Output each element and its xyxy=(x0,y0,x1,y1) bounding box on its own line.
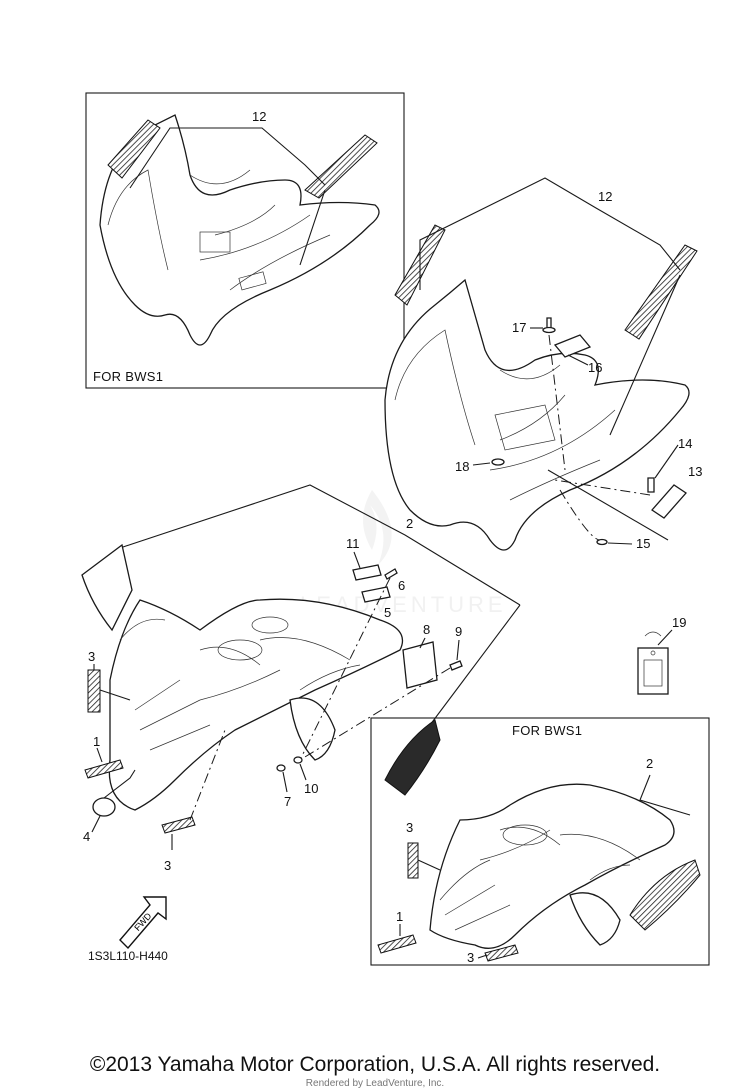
fwd-arrow-icon: FWD xyxy=(119,896,167,950)
front-fender-main xyxy=(108,598,404,811)
front-fender-bws1 xyxy=(429,783,675,949)
callout-5: 5 xyxy=(384,605,391,620)
callout-11: 11 xyxy=(346,536,360,551)
front-emblem-bws1 xyxy=(629,859,701,931)
grommet-7 xyxy=(276,764,286,772)
decal-3-lower xyxy=(161,816,196,834)
box-label-for-bws1-bottom: FOR BWS1 xyxy=(512,723,582,738)
emblem-12-main-right xyxy=(624,244,698,340)
decal-3-bws1-lower xyxy=(484,944,519,962)
rivet-9 xyxy=(449,660,463,671)
reflector-4 xyxy=(92,797,116,817)
rivet-14 xyxy=(647,477,655,493)
label-11 xyxy=(352,564,382,581)
callout-14: 14 xyxy=(678,436,692,451)
callout-7: 7 xyxy=(284,794,291,809)
grommet-15 xyxy=(596,538,608,546)
callout-2: 2 xyxy=(406,516,413,531)
emblem-12-left xyxy=(107,119,161,179)
callout-3-upper: 3 xyxy=(88,649,95,664)
box-frame-bottom xyxy=(370,717,710,966)
callout-13: 13 xyxy=(688,464,702,479)
callout-9: 9 xyxy=(455,624,462,639)
label-16 xyxy=(553,334,592,358)
rear-fender-bws1 xyxy=(99,114,380,346)
front-fender-right-panel xyxy=(289,697,336,761)
emblem-1-bws1 xyxy=(377,934,417,954)
callout-16: 16 xyxy=(588,360,602,375)
callout-10: 10 xyxy=(304,781,318,796)
emblem-12-right xyxy=(304,134,378,199)
callout-12-main: 12 xyxy=(598,189,612,204)
caution-tag-19: 19 xyxy=(637,615,686,695)
callout-18: 18 xyxy=(455,459,469,474)
callout-15: 15 xyxy=(636,536,650,551)
box-frame xyxy=(85,92,405,389)
group-front-fender-main: 2 11 6 5 8 9 3 xyxy=(81,484,521,963)
callout-3-bws1-lower: 3 xyxy=(467,950,474,965)
label-5 xyxy=(361,586,391,603)
callout-19: 19 xyxy=(672,615,686,630)
box-rear-fender-bws1: 12 FOR BWS1 xyxy=(85,92,405,389)
copyright-footer: ©2013 Yamaha Motor Corporation, U.S.A. A… xyxy=(89,1053,661,1076)
rendered-by-text: Rendered by LeadVenture, Inc. xyxy=(305,1078,445,1089)
grommet-18 xyxy=(491,458,505,466)
decal-3-bws1-upper xyxy=(407,842,419,879)
front-fender-left-flap xyxy=(81,543,133,632)
grommet-10 xyxy=(293,756,303,764)
callout-3-lower: 3 xyxy=(164,858,171,873)
callout-12: 12 xyxy=(252,109,266,124)
front-side-emblem xyxy=(384,719,441,796)
decal-3-upper xyxy=(87,669,101,713)
bolt-6 xyxy=(384,568,398,580)
callout-17: 17 xyxy=(512,320,526,335)
box-label-for-bws1-top: FOR BWS1 xyxy=(93,369,163,384)
callout-3-bws1-upper: 3 xyxy=(406,820,413,835)
callout-4: 4 xyxy=(83,829,90,844)
box-front-fender-bws1: FOR BWS1 2 3 1 3 xyxy=(370,717,710,966)
rear-fender-main xyxy=(384,278,690,551)
callout-1: 1 xyxy=(93,734,100,749)
callout-6: 6 xyxy=(398,578,405,593)
group-rear-fender-main: 12 17 16 18 14 13 15 xyxy=(384,177,702,551)
label-8 xyxy=(402,641,438,689)
label-13 xyxy=(651,484,687,519)
callout-2-bws1: 2 xyxy=(646,756,653,771)
emblem-1 xyxy=(84,759,124,779)
callout-8: 8 xyxy=(423,622,430,637)
callout-1-bws1: 1 xyxy=(396,909,403,924)
front-fender-bws1-right xyxy=(569,892,621,946)
diagram-code: 1S3L110-H440 xyxy=(88,949,168,963)
